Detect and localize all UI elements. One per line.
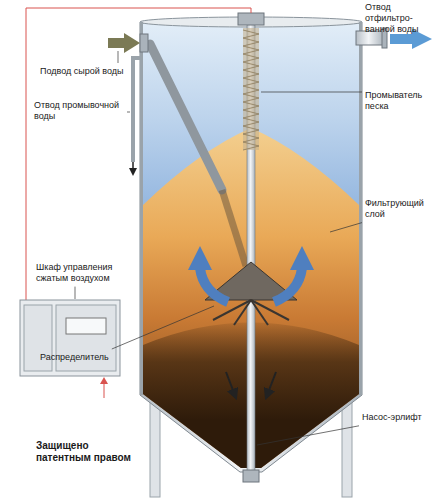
leader-line: [75, 287, 76, 299]
callout-label: Отвод промывочной воды: [34, 100, 124, 122]
inlet-pipe: [150, 44, 222, 190]
air-line: [26, 8, 251, 300]
sand-flow-arrow: [266, 372, 276, 398]
inlet-flange: [140, 34, 148, 52]
callout-label: Шкаф управления сжатым воздухом: [36, 262, 118, 284]
tank-wall: [140, 22, 143, 395]
callout-label: Промыватель песка: [365, 90, 435, 112]
bottom-fitting: [243, 470, 259, 482]
control-cabinet: [20, 300, 120, 376]
leader-line: [127, 112, 130, 113]
sand-flow-arrow: [226, 372, 236, 398]
leader-line: [257, 426, 359, 445]
air-supply: [104, 383, 105, 398]
tank-wall: [359, 22, 362, 395]
distributor-arm: [234, 300, 251, 325]
leader-line: [261, 92, 362, 93]
wash-arrow: [129, 168, 137, 176]
flow-arrow: [290, 246, 314, 270]
callout-label: Защищено патентным правом: [36, 440, 140, 464]
leader-line: [330, 223, 362, 232]
callout-label: Отвод отфильтро- ванной воды: [365, 2, 435, 34]
inlet-arrow: [108, 33, 140, 53]
wash-pipe: [133, 58, 141, 162]
flow-arrow: [188, 246, 212, 270]
top-fitting: [238, 13, 264, 25]
flow-arrow: [274, 268, 302, 302]
air-supply: [100, 377, 108, 384]
leader-line: [112, 306, 214, 349]
callout-label: Распределитель: [40, 352, 109, 363]
flow-arrow: [200, 268, 228, 302]
cabinet-window: [66, 318, 106, 334]
callout-label: Насос-эрлифт: [362, 412, 422, 423]
sand-washer: [243, 30, 259, 150]
sand-washer: [243, 28, 259, 150]
callout-label: Фильтрующий слой: [365, 198, 435, 220]
leader-line: [118, 51, 119, 63]
callout-label: Подвод сырой воды: [40, 66, 123, 77]
inlet-pipe: [222, 190, 246, 266]
